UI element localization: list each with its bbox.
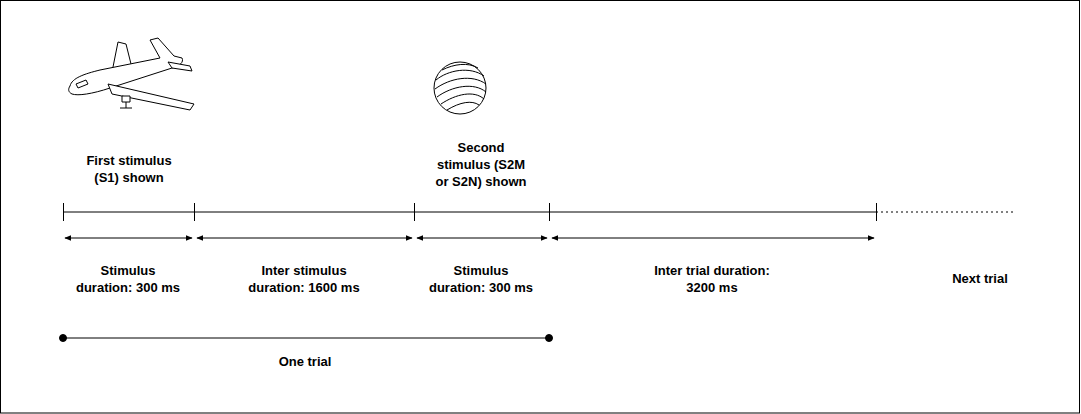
trial-span-dot	[60, 335, 67, 342]
sphere-stripe	[442, 64, 478, 70]
duration-label: Inter trial duration: 3200 ms	[652, 262, 772, 296]
airplane-near-wing	[108, 84, 194, 110]
stimulus-caption: First stimulus (S1) shown	[79, 152, 179, 186]
trial-span-dot	[546, 335, 553, 342]
stimulus-caption: Second stimulus (S2M or S2N) shown	[433, 139, 529, 190]
sphere-outline	[434, 62, 486, 114]
timeline	[63, 203, 1015, 221]
tick-mark	[63, 203, 64, 221]
duration-arrow	[197, 238, 412, 239]
next-trial-label: Next trial	[925, 270, 1035, 287]
duration-arrow	[65, 238, 192, 239]
timeline-axis	[63, 212, 876, 213]
sphere-stripe	[441, 94, 484, 104]
duration-label: Inter stimulus duration: 1600 ms	[242, 262, 367, 296]
airplane-fuselage	[69, 38, 183, 95]
duration-label: Stimulus duration: 300 ms	[73, 262, 183, 296]
airplane-cockpit	[76, 80, 88, 88]
tick-mark	[876, 203, 877, 221]
timeline-continuation	[876, 212, 1015, 213]
airplane-icon	[69, 38, 194, 110]
duration-arrows	[65, 238, 874, 239]
tick-mark	[549, 203, 550, 221]
trial-span-line	[63, 338, 549, 339]
duration-label: Stimulus duration: 300 ms	[426, 262, 536, 296]
duration-arrow	[552, 238, 874, 239]
trial-span	[60, 335, 553, 342]
sphere-icon	[434, 62, 486, 114]
airplane-tailplane	[168, 62, 192, 71]
duration-arrow	[417, 238, 547, 239]
trial-label: One trial	[250, 353, 360, 370]
tick-mark	[194, 203, 195, 221]
airplane-engine	[120, 96, 132, 108]
tick-mark	[414, 203, 415, 221]
sphere-stripe	[447, 102, 479, 110]
